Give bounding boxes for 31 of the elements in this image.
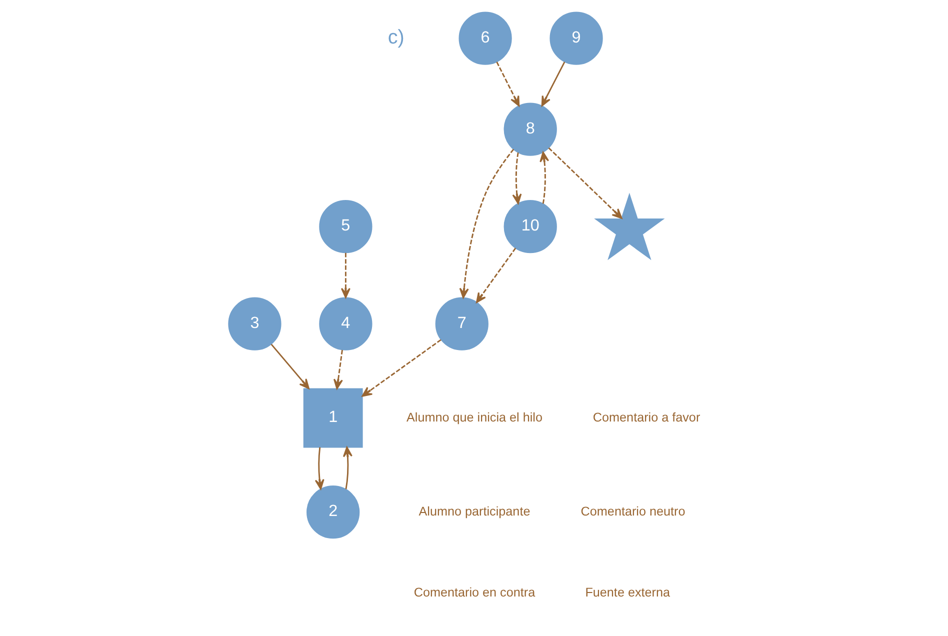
arrow <box>361 339 441 397</box>
node-box: 1 <box>302 388 362 448</box>
arrow <box>512 152 522 204</box>
arrow <box>340 252 350 298</box>
node-circle: 9 <box>549 12 602 65</box>
arrow <box>540 62 565 106</box>
arrow <box>332 350 342 390</box>
arrow <box>270 344 309 390</box>
node-circle: 7 <box>434 297 488 350</box>
node-circle: 3 <box>228 297 281 350</box>
node-circle: 5 <box>318 200 372 254</box>
legend-label: Fuente externa <box>584 586 670 600</box>
legend-label: Alumno que inicia el hilo <box>406 410 542 424</box>
label: c) <box>387 26 404 48</box>
node-circle: 2 <box>306 486 360 539</box>
node-circle: 8 <box>503 102 556 156</box>
arrow <box>496 62 520 106</box>
legend-label: Comentario neutro <box>580 504 685 518</box>
arrow <box>342 446 352 490</box>
arrow <box>458 148 514 298</box>
arrow <box>476 248 516 303</box>
node-circle: 4 <box>318 297 372 350</box>
arrow <box>548 147 622 219</box>
node-circle: 10 <box>503 200 556 254</box>
arrow <box>314 447 324 490</box>
node-circle: 6 <box>458 12 512 65</box>
legend-label: Alumno participante <box>418 504 530 518</box>
node-star <box>594 192 664 260</box>
legend-label: Comentario a favor <box>592 410 700 424</box>
legend-label: Comentario en contra <box>413 586 535 600</box>
arrow <box>539 152 549 204</box>
